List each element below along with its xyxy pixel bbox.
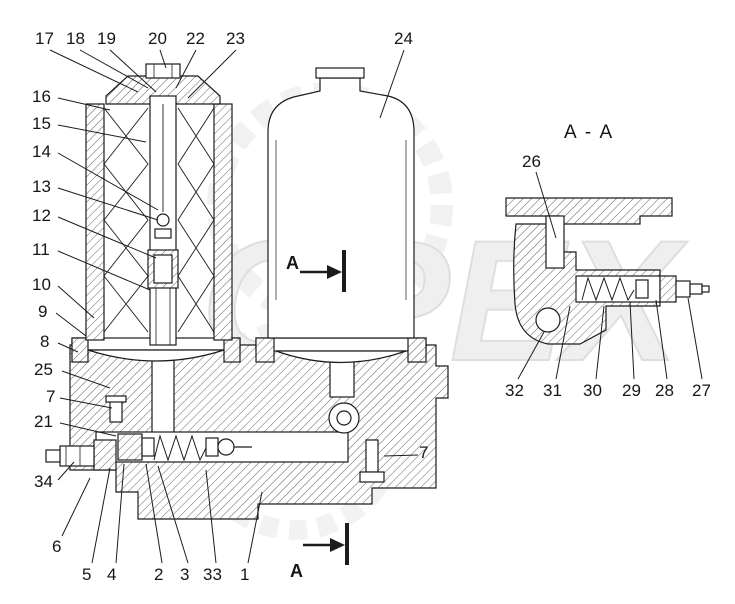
callout-32: 32 [505,381,524,400]
callout-2: 2 [154,565,164,584]
callout-26: 26 [522,152,541,171]
callout-5: 5 [82,565,92,584]
section-arrow-bottom [303,523,349,565]
callout-8: 8 [40,332,50,351]
left-filter-assembly [71,63,241,363]
callout-6: 6 [52,537,62,556]
callout-10: 10 [32,275,51,294]
callout-1: 1 [240,565,250,584]
callout-9: 9 [38,302,48,321]
callout-27: 27 [692,381,711,400]
callout-24: 24 [394,29,413,48]
callout-13: 13 [32,177,51,196]
callout-4: 4 [107,565,117,584]
callout-14: 14 [32,142,51,161]
callout-19: 19 [97,29,116,48]
callout-7-right: 7 [419,443,429,462]
fuel-bowl [255,67,427,364]
section-arrow-label-mid: A [286,253,299,273]
callout-28: 28 [655,381,674,400]
leader-lines [49,49,703,564]
callout-7-left: 7 [46,387,56,406]
callout-31: 31 [543,381,562,400]
callout-21: 21 [34,412,53,431]
filter-head-base [45,344,449,520]
callout-15: 15 [32,114,51,133]
callout-12: 12 [32,206,51,225]
section-title: A - A [564,122,615,143]
callout-25: 25 [34,360,53,379]
callout-22: 22 [186,29,205,48]
callout-29: 29 [622,381,641,400]
callout-17: 17 [35,29,54,48]
callout-30: 30 [583,381,602,400]
section-arrow-label-bottom: A [290,561,303,581]
callout-3: 3 [180,565,190,584]
section-aa-view [505,197,710,345]
callout-33: 33 [203,565,222,584]
callout-16: 16 [32,87,51,106]
callout-34: 34 [34,472,53,491]
callout-11: 11 [32,240,50,259]
section-arrow-mid [300,250,346,292]
callout-23: 23 [226,29,245,48]
callout-20: 20 [148,29,167,48]
callout-18: 18 [66,29,85,48]
